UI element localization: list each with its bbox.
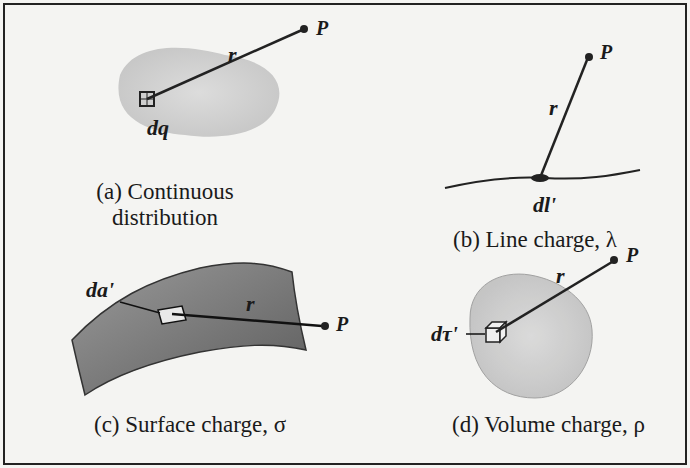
element-label: dq [147, 115, 169, 140]
leader-line [466, 333, 485, 335]
distance-label: r [246, 291, 255, 316]
separation-line [540, 60, 587, 178]
distance-label: r [549, 95, 558, 120]
separation-line [496, 262, 612, 332]
distance-label: r [228, 42, 237, 67]
panel-caption: (d) Volume charge, ρ [452, 412, 645, 438]
distance-label: r [556, 263, 565, 288]
field-point [300, 25, 308, 33]
field-point [321, 322, 329, 330]
point-label: P [336, 313, 348, 336]
point-label: P [626, 244, 638, 267]
panel-caption: (a) Continuous distribution [50, 179, 280, 232]
charged-volume [470, 274, 592, 398]
element-label: dτ' [431, 321, 458, 346]
field-point [610, 256, 618, 264]
point-label: P [316, 17, 328, 40]
panel-caption: (c) Surface charge, σ [94, 412, 286, 438]
point-label: P [600, 41, 612, 64]
leader-line [120, 302, 160, 313]
frame [4, 4, 686, 464]
panel-caption: (b) Line charge, λ [453, 227, 617, 253]
separation-line [147, 30, 302, 99]
charged-surface [72, 263, 306, 395]
element-label: dl' [533, 192, 556, 217]
field-point [585, 53, 593, 61]
charge-blob [118, 48, 279, 137]
element-label: da' [86, 277, 114, 302]
